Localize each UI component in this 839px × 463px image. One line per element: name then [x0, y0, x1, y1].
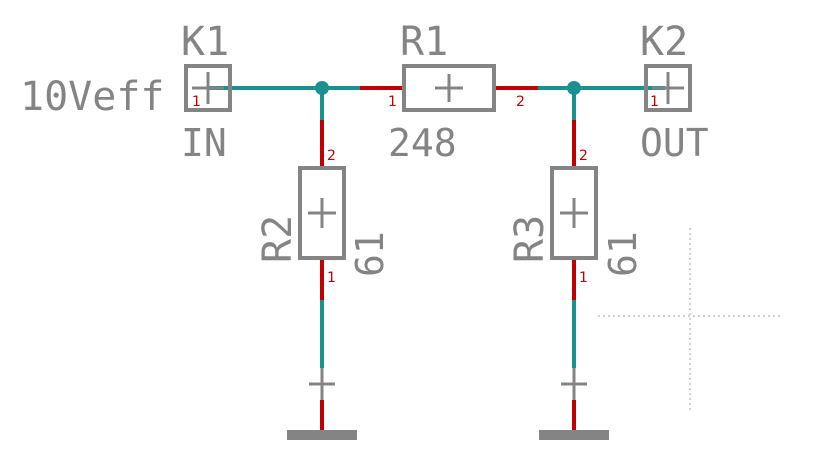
resistor-r1-body [402, 64, 496, 112]
connector-k2-pin-number: 1 [650, 94, 659, 110]
source-label: 10Veff [20, 74, 165, 120]
ground-right-bar [539, 430, 609, 440]
connector-k2-ref: K2 [640, 19, 688, 65]
ground-left-bar [287, 430, 357, 440]
resistor-r3-ref: R3 [507, 215, 553, 263]
connector-k1-ref: K1 [181, 19, 229, 65]
connector-k1-pin-number: 1 [192, 94, 201, 110]
ground-symbol-left[interactable] [287, 368, 357, 440]
resistor-r2[interactable]: 2 1 R2 61 [255, 120, 392, 300]
connector-k2-body [644, 64, 692, 112]
connector-k1-net-label: IN [181, 121, 227, 165]
resistor-r1[interactable]: R1 1 2 248 [360, 19, 538, 165]
resistor-r3-pin-1-number: 1 [579, 270, 588, 286]
connector-k2-net-label: OUT [640, 121, 709, 165]
junction-dot-b [567, 81, 581, 95]
resistor-r2-pin-2-number: 2 [327, 148, 336, 164]
resistor-r1-pin-1-number: 1 [388, 94, 397, 110]
resistor-r1-ref: R1 [400, 19, 448, 65]
resistor-r2-body [298, 166, 346, 260]
resistor-r2-ref: R2 [255, 215, 301, 263]
resistor-r2-value: 61 [348, 231, 392, 277]
connector-k1-body [184, 64, 232, 112]
resistor-r1-value: 248 [388, 121, 457, 165]
resistor-r3-pin-2-number: 2 [579, 148, 588, 164]
resistor-r3-body [550, 166, 598, 260]
resistor-r3-value: 61 [601, 231, 645, 277]
resistor-r1-pin-2-number: 2 [516, 94, 525, 110]
connector-k2[interactable]: K2 1 OUT [640, 19, 709, 165]
junction-dot-a [315, 81, 329, 95]
connector-k1[interactable]: K1 1 IN [181, 19, 232, 165]
resistor-r3[interactable]: 2 1 R3 61 [507, 120, 645, 300]
resistor-r2-pin-1-number: 1 [327, 270, 336, 286]
ground-symbol-right[interactable] [539, 368, 609, 440]
